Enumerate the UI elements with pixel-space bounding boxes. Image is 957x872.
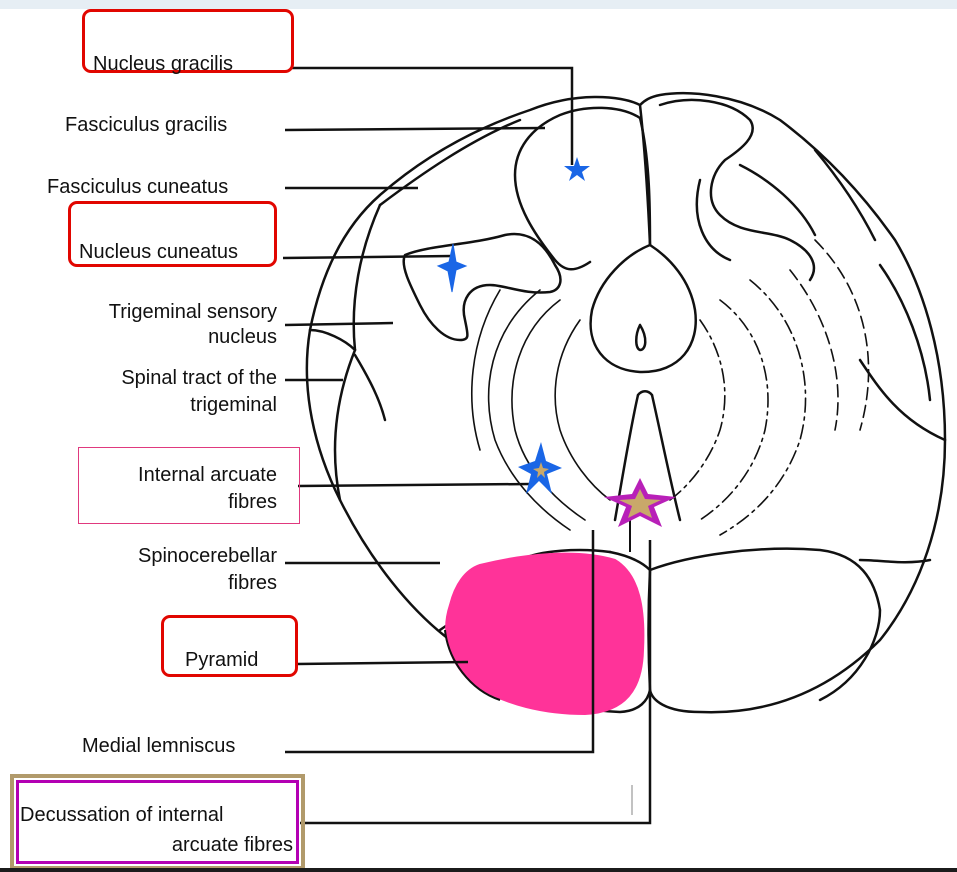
leader-nucleus-cuneatus: [283, 256, 452, 258]
star-nucleus-cuneatus: [438, 244, 466, 292]
central-canal-region: [591, 245, 696, 372]
label-internal-arcuate-line2: fibres: [60, 490, 277, 514]
label-fasciculus-cuneatus: Fasciculus cuneatus: [47, 175, 228, 199]
label-spinocerebellar-line1: Spinocerebellar: [60, 544, 277, 568]
label-trigeminal-sensory-line1: Trigeminal sensory: [60, 300, 277, 324]
label-spinal-tract-line1: Spinal tract of the: [60, 366, 277, 390]
label-spinal-tract-line2: trigeminal: [60, 393, 277, 417]
label-nucleus-cuneatus: Nucleus cuneatus: [79, 240, 238, 264]
star-nucleus-gracilis: [564, 157, 590, 181]
label-decussation-line1: Decussation of internal: [20, 803, 223, 827]
label-fasciculus-gracilis: Fasciculus gracilis: [65, 113, 227, 137]
label-nucleus-gracilis: Nucleus gracilis: [93, 52, 233, 76]
leader-trigeminal-sensory: [285, 323, 393, 325]
label-trigeminal-sensory-line2: nucleus: [60, 325, 277, 349]
label-pyramid: Pyramid: [185, 648, 258, 672]
leader-fasciculus-gracilis: [285, 128, 545, 130]
pyramid-highlight: [446, 554, 643, 714]
label-medial-lemniscus: Medial lemniscus: [82, 734, 235, 758]
label-spinocerebellar-line2: fibres: [60, 571, 277, 595]
leader-pyramid: [297, 662, 468, 664]
label-internal-arcuate-line1: Internal arcuate: [60, 463, 277, 487]
bottom-edge-line: [0, 868, 957, 872]
leader-nucleus-gracilis: [292, 68, 572, 165]
label-decussation-line2: arcuate fibres: [60, 833, 293, 857]
